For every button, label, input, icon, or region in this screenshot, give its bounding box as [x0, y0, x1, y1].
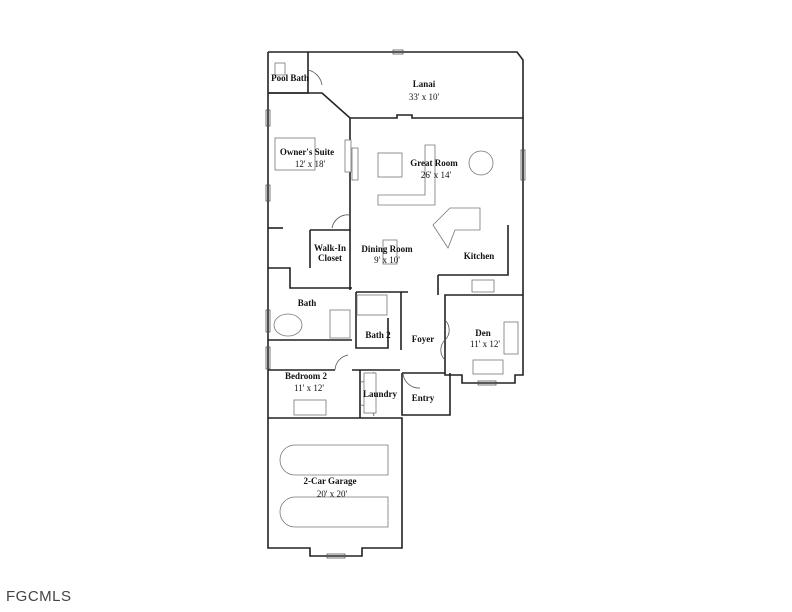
- room-name: Lanai: [413, 79, 436, 89]
- room-name: Pool Bath: [271, 73, 309, 83]
- room-dims: 20' x 20': [317, 489, 348, 499]
- tv: [344, 139, 352, 173]
- room-name: Bath 2: [365, 330, 391, 340]
- room-name: Bath: [298, 298, 317, 308]
- shower: [329, 309, 351, 339]
- room-name: Great Room: [410, 158, 458, 168]
- room-name: Den: [475, 328, 491, 338]
- furniture: [273, 62, 519, 528]
- room-dims: Closet: [318, 253, 342, 263]
- watermark-logo: FGCMLS: [6, 588, 72, 605]
- room-dims: 33' x 10': [409, 92, 440, 102]
- den-sofa-2: [472, 359, 504, 375]
- car-2: [279, 496, 389, 528]
- room-name: Kitchen: [464, 251, 495, 261]
- dining-table-round: [468, 150, 494, 176]
- room-name: Bedroom 2: [285, 371, 328, 381]
- room-dims: 26' x 14': [421, 170, 452, 180]
- room-labels: Pool Bath Lanai 33' x 10' Owner's Suite …: [271, 73, 500, 499]
- washer-dryer: [363, 372, 377, 414]
- room-name: Laundry: [363, 389, 398, 399]
- room-dims: 11' x 12': [470, 339, 500, 349]
- sectional-sofa: [377, 144, 436, 206]
- toilet: [274, 62, 286, 76]
- coffee-table: [377, 152, 403, 178]
- room-name: Owner's Suite: [280, 147, 334, 157]
- room-name: Dining Room: [361, 244, 413, 254]
- stove: [471, 279, 495, 293]
- room-dims: 11' x 12': [294, 383, 324, 393]
- windows: [265, 49, 526, 559]
- dining-table: [382, 239, 398, 265]
- tv-2: [351, 147, 359, 181]
- room-name: Foyer: [412, 334, 435, 344]
- kitchen-island: [432, 207, 481, 249]
- room-name: Entry: [412, 393, 435, 403]
- den-sofa: [503, 321, 519, 355]
- bed-2: [293, 399, 327, 416]
- shower-2: [356, 294, 388, 316]
- bed: [274, 137, 316, 171]
- room-name: Walk-In: [314, 243, 346, 253]
- room-dims: 9' x 10': [374, 255, 400, 265]
- room-dims: 12' x 18': [295, 159, 326, 169]
- walls: [267, 51, 524, 557]
- car-1: [279, 444, 389, 476]
- room-name: 2-Car Garage: [303, 476, 356, 486]
- tub: [273, 313, 303, 337]
